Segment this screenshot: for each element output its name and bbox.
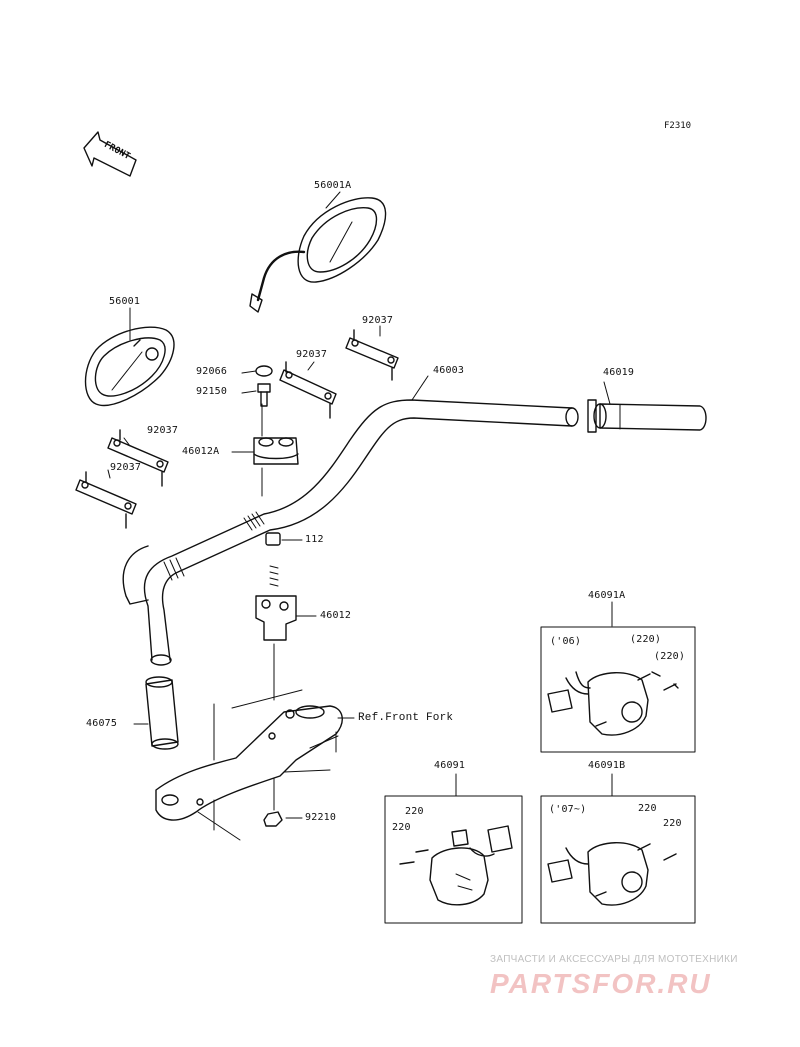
mirror-left	[84, 326, 175, 406]
label-mirror-right: 56001A	[314, 180, 352, 191]
holder-lower	[255, 595, 297, 641]
damper-112	[265, 532, 281, 587]
nut-92210	[263, 811, 283, 827]
label-holder-lower: 46012	[320, 610, 352, 621]
watermark-tagline: ЗАПЧАСТИ И АКСЕССУАРЫ ДЛЯ МОТОТЕХНИКИ	[490, 954, 738, 965]
label-stay-d: 92037	[110, 462, 142, 473]
label-switch-left: 46091	[434, 760, 466, 771]
switch-right-a	[547, 671, 679, 736]
box-b-screw-2: 220	[663, 818, 682, 829]
box-b-screw-1: 220	[638, 803, 657, 814]
front-arrow-icon	[83, 131, 137, 177]
stay-plate-4	[75, 471, 137, 529]
handlebar	[122, 399, 579, 666]
label-stay-b: 92037	[296, 349, 328, 360]
stay-plate-3	[107, 429, 169, 487]
grip-right	[587, 399, 707, 433]
switch-right-b	[547, 842, 677, 906]
box-b-year: ('07~)	[549, 804, 587, 815]
box-left-screw-2: 220	[392, 822, 411, 833]
box-left-screw-1: 220	[405, 806, 424, 817]
stay-plate-1	[345, 329, 399, 381]
box-a-year: ('06)	[550, 636, 582, 647]
box-switch-right-b	[540, 795, 696, 924]
stay-plate-2	[279, 361, 337, 419]
holder-upper	[253, 437, 299, 465]
box-a-screw-2: (220)	[654, 651, 686, 662]
label-grip-right: 46019	[603, 367, 635, 378]
fork-clamp	[155, 689, 343, 841]
label-bolt: 92150	[196, 386, 228, 397]
label-mirror-left: 56001	[109, 296, 141, 307]
label-washer: 92066	[196, 366, 228, 377]
mirror-right	[249, 197, 387, 313]
label-grip-left: 46075	[86, 718, 118, 729]
label-reference: Ref.Front Fork	[358, 712, 454, 724]
box-a-screw-1: (220)	[630, 634, 662, 645]
label-switch-right-a: 46091A	[588, 590, 626, 601]
label-stay-a: 92037	[362, 315, 394, 326]
figure-code: F2310	[664, 121, 692, 131]
label-holder-upper: 46012A	[182, 446, 220, 457]
watermark-logo: PARTSFOR.RU	[490, 968, 712, 999]
washer-92066	[255, 365, 273, 377]
switch-left	[399, 825, 513, 906]
label-nut: 92210	[305, 812, 337, 823]
bolt-92150	[257, 383, 271, 407]
box-switch-left	[384, 795, 523, 924]
grip-left	[145, 676, 179, 750]
label-stay-c: 92037	[147, 425, 179, 436]
box-switch-right-a	[540, 626, 696, 753]
label-switch-right-b: 46091B	[588, 760, 626, 771]
label-handlebar: 46003	[433, 365, 465, 376]
label-damper: 112	[305, 534, 324, 545]
